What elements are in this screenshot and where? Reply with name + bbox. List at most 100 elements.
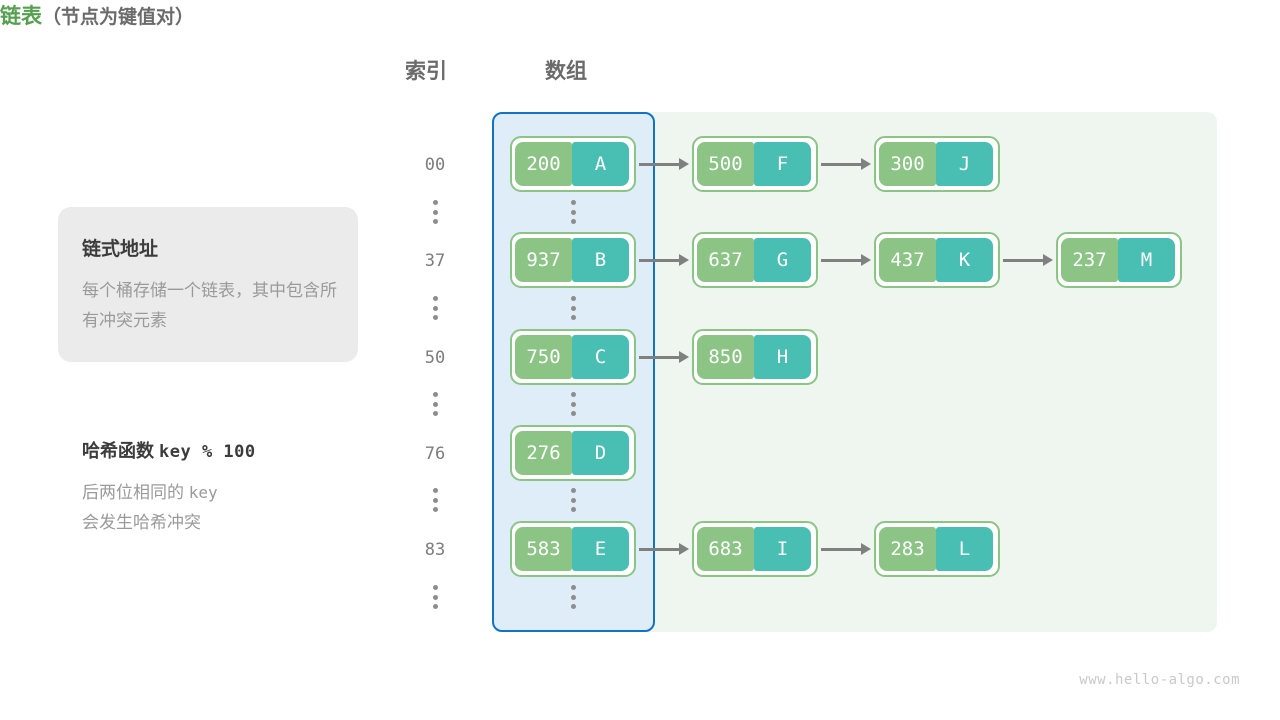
node-key: 937 [515, 238, 572, 282]
header-linked-list: 链表（节点为键值对） [0, 0, 1280, 30]
index-ellipsis [425, 200, 445, 224]
dot [432, 604, 438, 609]
arrow-head [679, 254, 689, 266]
index-ellipsis [425, 392, 445, 416]
dot [570, 305, 576, 311]
node-key: 583 [515, 527, 572, 571]
next-pointer-arrow [639, 543, 689, 555]
next-pointer-arrow [821, 158, 871, 170]
dot [570, 488, 576, 493]
dot [432, 488, 438, 493]
hash-function-title: 哈希函数 key % 100 [82, 437, 256, 463]
arrow-shaft [821, 547, 861, 551]
next-pointer-arrow [639, 351, 689, 363]
node-value: H [754, 335, 811, 379]
header-linked-list-sub: （节点为键值对） [42, 7, 195, 28]
info-card-title: 链式地址 [82, 239, 159, 260]
dot [432, 507, 438, 512]
node-value: J [936, 142, 993, 186]
array-ellipsis [563, 488, 583, 512]
node-value: F [754, 142, 811, 186]
dot [570, 585, 576, 590]
array-ellipsis [563, 200, 583, 224]
dot [432, 315, 438, 320]
node-value: B [572, 238, 629, 282]
arrow-shaft [639, 547, 679, 551]
node-key: 850 [697, 335, 754, 379]
arrow-head [861, 158, 871, 170]
array-ellipsis [563, 585, 583, 609]
bucket-index-label: 37 [424, 251, 446, 271]
hash-desc-line2: 会发生哈希冲突 [82, 513, 201, 532]
node-value: M [1118, 238, 1175, 282]
arrow-head [679, 543, 689, 555]
bucket-index-label: 76 [424, 444, 446, 464]
dot [570, 411, 576, 416]
arrow-shaft [821, 258, 861, 262]
dot [570, 497, 576, 503]
arrow-shaft [821, 162, 861, 166]
array-ellipsis [563, 296, 583, 320]
bucket-index-label: 00 [424, 155, 446, 175]
header-index: 索引 [405, 60, 447, 83]
arrow-head [861, 543, 871, 555]
dot [432, 305, 438, 311]
hash-desc-line1-key: key [188, 483, 218, 502]
next-pointer-arrow [821, 254, 871, 266]
dot [570, 604, 576, 609]
arrow-head [1043, 254, 1053, 266]
index-ellipsis [425, 585, 445, 609]
dot [570, 209, 576, 215]
node-value: C [572, 335, 629, 379]
dot [432, 401, 438, 407]
arrow-shaft [639, 355, 679, 359]
hash-function-label: 哈希函数 [82, 441, 154, 461]
array-ellipsis [563, 392, 583, 416]
node-value: K [936, 238, 993, 282]
node-key: 500 [697, 142, 754, 186]
dot [432, 296, 438, 301]
dot [432, 200, 438, 205]
dot [570, 392, 576, 397]
node-value: E [572, 527, 629, 571]
dot [432, 219, 438, 224]
hash-function-description: 后两位相同的 key 会发生哈希冲突 [82, 478, 218, 538]
bucket-index-label: 50 [424, 348, 446, 368]
node-key: 300 [879, 142, 936, 186]
dot [570, 594, 576, 600]
header-linked-list-main: 链表 [0, 5, 42, 28]
hash-function-expression: key % 100 [159, 442, 256, 462]
next-pointer-arrow [821, 543, 871, 555]
node-value: I [754, 527, 811, 571]
node-key: 437 [879, 238, 936, 282]
node-key: 200 [515, 142, 572, 186]
info-card [58, 207, 358, 362]
arrow-head [679, 158, 689, 170]
header-array: 数组 [545, 60, 587, 83]
arrow-shaft [639, 258, 679, 262]
dot [570, 401, 576, 407]
next-pointer-arrow [639, 158, 689, 170]
next-pointer-arrow [1003, 254, 1053, 266]
node-value: A [572, 142, 629, 186]
dot [432, 497, 438, 503]
arrow-head [861, 254, 871, 266]
hash-desc-line1-cn: 后两位相同的 [82, 483, 184, 502]
node-key: 283 [879, 527, 936, 571]
arrow-head [679, 351, 689, 363]
dot [570, 315, 576, 320]
info-card-description: 每个桶存储一个链表，其中包含所有冲突元素 [82, 281, 337, 330]
